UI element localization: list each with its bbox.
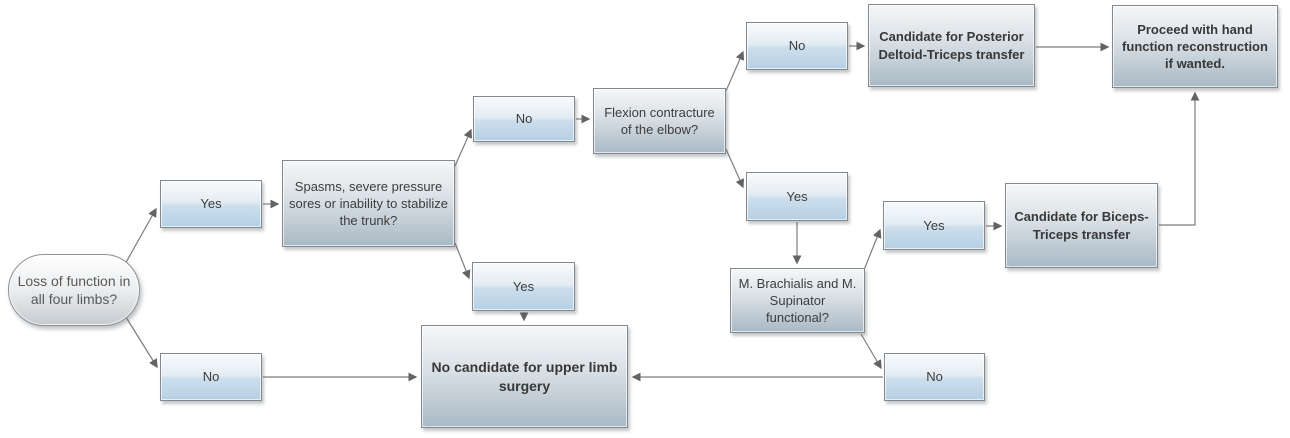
edge-flexion-to-no <box>725 50 745 92</box>
no-branch-brachialis: No <box>884 353 985 401</box>
edge-brachialis-to-yes <box>863 228 882 271</box>
biceps-triceps-outcome-box: Candidate for Biceps-Triceps transfer <box>1005 183 1158 268</box>
edge-flexion-to-yes <box>725 148 744 189</box>
proceed-hand-reconstruction-box: Proceed with hand function reconstructio… <box>1112 5 1278 88</box>
posterior-deltoid-outcome-box: Candidate for Posterior Deltoid-Triceps … <box>868 4 1035 87</box>
no-branch-loss-of-function: No <box>160 353 262 401</box>
edge-spasms-to-yes <box>454 242 471 280</box>
yes-branch-spasms: Yes <box>472 262 575 311</box>
edge-biceps-to-proceed <box>1159 91 1200 226</box>
edge-start-to-yes <box>123 207 157 267</box>
edge-brachialis-to-no <box>860 333 882 370</box>
no-candidate-outcome-box: No candidate for upper limb surgery <box>421 325 628 428</box>
spasms-question-box: Spasms, severe pressure sores or inabili… <box>282 160 455 247</box>
no-branch-flexion: No <box>746 22 848 70</box>
yes-branch-flexion: Yes <box>746 172 848 221</box>
edge-start-to-no <box>123 313 158 369</box>
brachialis-question-box: M. Brachialis and M. Supinator functiona… <box>730 268 865 333</box>
yes-branch-loss-of-function: Yes <box>160 180 262 228</box>
no-branch-spasms: No <box>473 96 575 142</box>
edge-spasms-to-no <box>454 128 473 167</box>
flexion-question-box: Flexion contracture of the elbow? <box>593 88 726 154</box>
yes-branch-brachialis: Yes <box>883 201 985 250</box>
start-terminal: Loss of function in all four limbs? <box>8 254 140 326</box>
